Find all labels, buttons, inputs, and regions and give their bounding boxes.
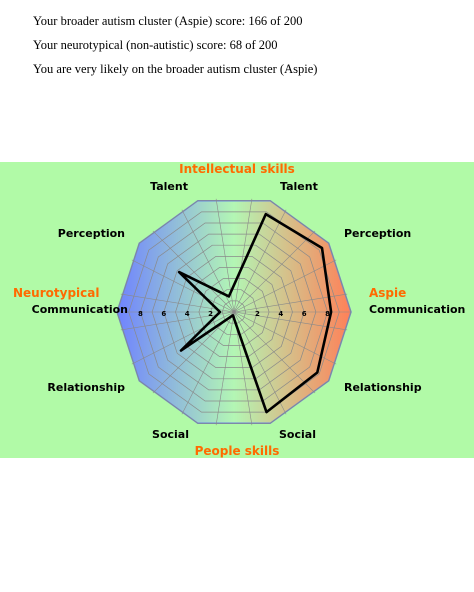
- neurotypical-score-text: Your neurotypical (non-autistic) score: …: [33, 38, 278, 52]
- grid-ring: [186, 267, 282, 357]
- grid-spoke: [233, 230, 316, 313]
- tick-label: 6: [161, 310, 166, 318]
- tick-label: 2: [255, 310, 260, 318]
- axis-label-right-perception: Perception: [344, 227, 411, 240]
- grid-ring: [175, 256, 293, 368]
- grid-spoke: [233, 311, 337, 365]
- score-polygon: [177, 212, 333, 414]
- grid-spoke: [131, 259, 235, 313]
- grid-ring: [128, 211, 340, 413]
- tick-label: 8: [138, 310, 143, 318]
- section-label-neurotypical: Neurotypical: [13, 286, 99, 300]
- radar-grid: [116, 198, 352, 426]
- tick-label: 4: [185, 310, 190, 318]
- aspie-score-text: Your broader autism cluster (Aspie) scor…: [33, 14, 303, 28]
- axis-label-right-relationship: Relationship: [344, 381, 422, 394]
- axis-label-left-social: Social: [152, 428, 189, 441]
- grid-spoke: [233, 259, 337, 313]
- axis-label-right-communication: Communication: [369, 303, 465, 316]
- axis-label-left-communication: Communication: [32, 303, 128, 316]
- radar-tick-labels: 2 2 4 4 6 6 8 8: [138, 310, 330, 318]
- grid-spoke: [233, 311, 316, 394]
- grid-spoke: [233, 209, 287, 313]
- grid-ring: [116, 200, 352, 424]
- tick-label: 2: [208, 310, 213, 318]
- grid-ring: [163, 244, 305, 380]
- section-label-intellectual: Intellectual skills: [179, 162, 295, 176]
- axis-label-right-talent: Talent: [280, 180, 318, 193]
- grid-spoke: [233, 198, 253, 313]
- grid-spoke: [152, 230, 235, 313]
- grid-ring: [151, 233, 317, 391]
- results-text: Your broader autism cluster (Aspie) scor…: [33, 13, 317, 85]
- grid-ring: [140, 222, 328, 402]
- axis-label-left-perception: Perception: [58, 227, 125, 240]
- axis-label-right-social: Social: [279, 428, 316, 441]
- section-label-aspie: Aspie: [369, 286, 406, 300]
- tick-label: 6: [302, 310, 307, 318]
- grid-spoke: [181, 311, 235, 415]
- grid-ring: [221, 300, 247, 324]
- axis-label-left-talent: Talent: [150, 180, 188, 193]
- axis-label-left-relationship: Relationship: [47, 381, 125, 394]
- section-label-people: People skills: [195, 444, 280, 458]
- grid-spoke: [215, 311, 235, 426]
- grid-spoke: [233, 311, 287, 415]
- grid-spoke: [131, 311, 235, 365]
- result-summary-text: You are very likely on the broader autis…: [33, 62, 318, 76]
- tick-label: 8: [325, 310, 330, 318]
- radar-chart-svg: 2 2 4 4 6 6 8 8 TalentPerceptionCommunicationRe…: [0, 162, 474, 458]
- grid-spoke: [152, 311, 235, 394]
- axis-labels: TalentPerceptionCommunicationRelationshi…: [32, 180, 466, 441]
- tick-label: 4: [278, 310, 283, 318]
- grid-ring: [210, 289, 258, 335]
